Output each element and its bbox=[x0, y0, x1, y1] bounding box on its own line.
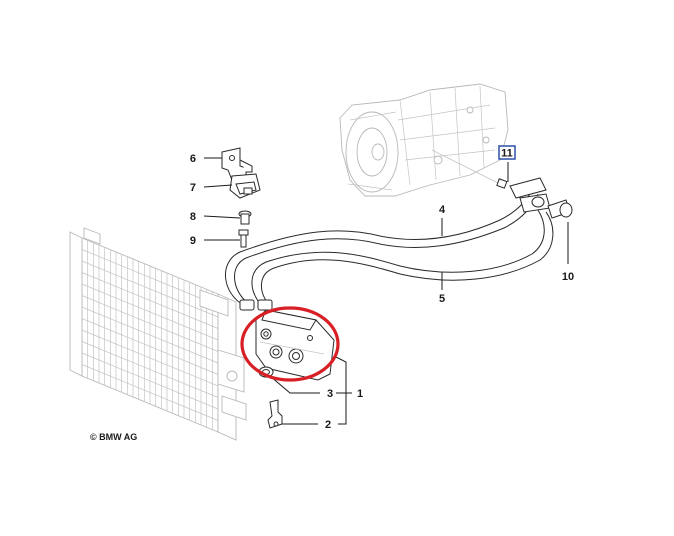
callout-10: 10 bbox=[562, 271, 574, 283]
copyright-text: © BMW AG bbox=[90, 432, 137, 442]
callout-11-box bbox=[498, 145, 516, 160]
part-2-clamp bbox=[267, 399, 283, 429]
part-9-screw bbox=[238, 229, 249, 248]
callout-7: 7 bbox=[190, 182, 196, 194]
callout-2: 2 bbox=[325, 419, 331, 431]
callout-9: 9 bbox=[190, 235, 196, 247]
oil-cooler-lines bbox=[225, 177, 554, 311]
callout-6: 6 bbox=[190, 153, 196, 165]
callout-4: 4 bbox=[439, 204, 446, 216]
callout-5: 5 bbox=[439, 293, 445, 305]
part-8-bolt bbox=[238, 210, 252, 225]
leader-lines bbox=[203, 157, 569, 425]
part-11-nut bbox=[431, 149, 508, 189]
callout-3: 3 bbox=[327, 388, 333, 400]
transmission-illustration bbox=[339, 83, 509, 197]
callout-11: 11 bbox=[501, 148, 513, 160]
part-10-bolt bbox=[547, 199, 573, 219]
part-7-clip bbox=[229, 173, 261, 199]
highlight-ring bbox=[240, 306, 340, 382]
callout-1: 1 bbox=[357, 388, 363, 400]
callout-8: 8 bbox=[190, 211, 196, 223]
radiator-illustration bbox=[69, 227, 247, 441]
transmission-oil-cooler bbox=[255, 309, 335, 381]
